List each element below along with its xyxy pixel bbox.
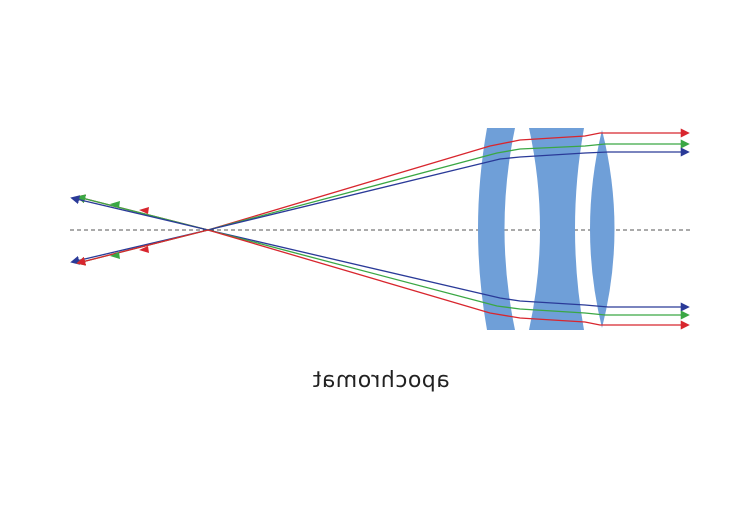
- red-mid-arrow-lower: [139, 246, 149, 253]
- diagram-caption: apochromat: [312, 368, 450, 393]
- lower-rays: [70, 229, 690, 330]
- green-mid-arrow-lower: [110, 252, 120, 259]
- lens-group: [478, 128, 615, 330]
- red-mid-arrow-upper: [139, 207, 149, 214]
- biconcave-lens: [529, 128, 584, 330]
- mid-arrows: [110, 201, 149, 259]
- red-ray-lower: [76, 229, 690, 330]
- green-mid-arrow-upper: [110, 201, 120, 208]
- biconvex-lens: [590, 130, 615, 328]
